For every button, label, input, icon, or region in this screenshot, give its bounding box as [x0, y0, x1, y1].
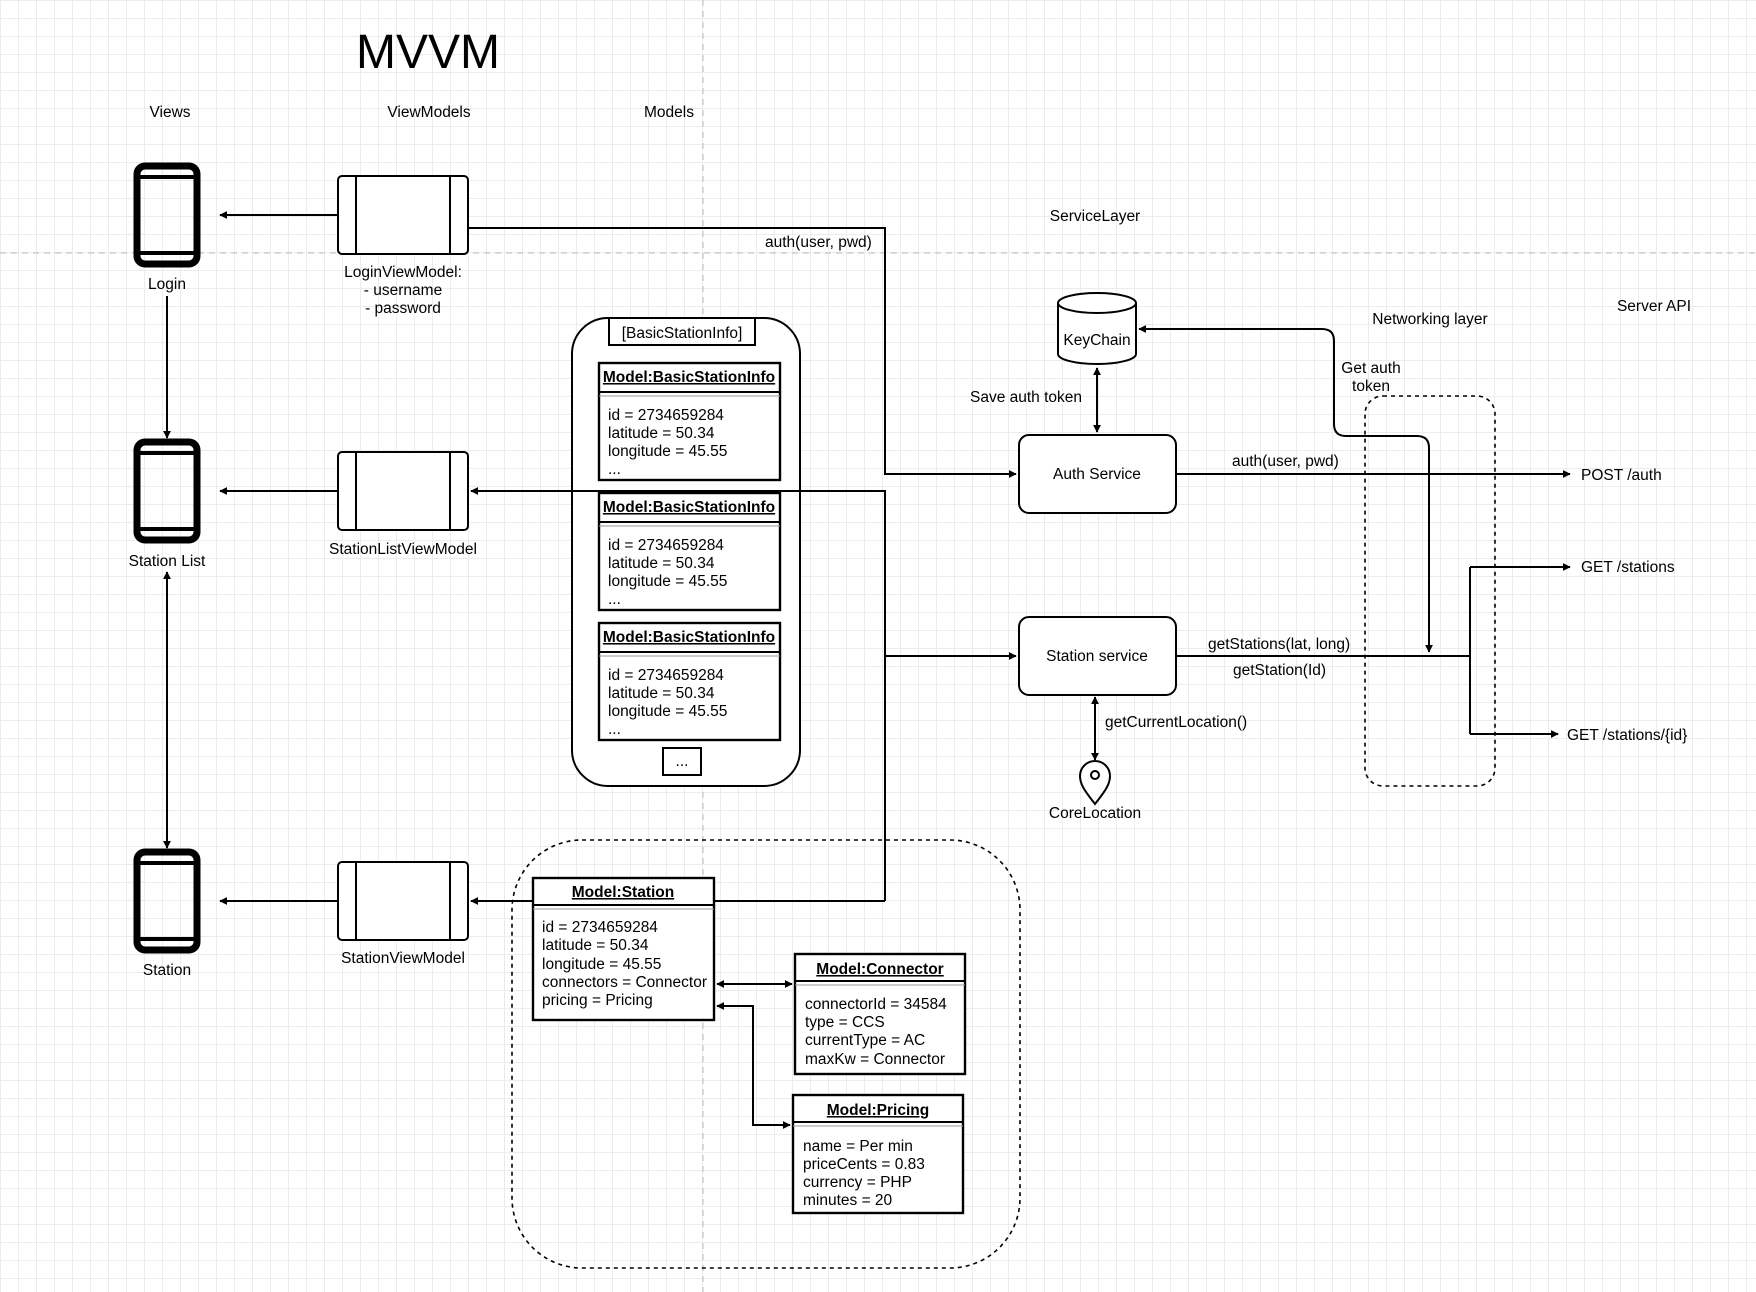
station-pricing-link — [716, 1002, 791, 1129]
connector-model-card[interactable] — [793, 952, 967, 1076]
basic-station-info-line: ... — [608, 721, 621, 738]
pricing-model-line: minutes = 20 — [803, 1192, 893, 1209]
get-location-label: getCurrentLocation() — [1105, 714, 1247, 731]
save-token-label: Save auth token — [970, 389, 1082, 406]
basic-station-info-line: ... — [608, 461, 621, 478]
station-service-label: Station service — [1046, 648, 1148, 665]
login-viewmodel-box[interactable] — [337, 175, 469, 255]
endpoint-get-station: GET /stations/{id} — [1567, 727, 1687, 744]
station-list-view-phone-icon[interactable] — [133, 438, 201, 544]
pricing-model-line: priceCents = 0.83 — [803, 1156, 925, 1173]
basic-station-info-card[interactable] — [597, 621, 782, 742]
station-list-view-label: Station List — [129, 553, 206, 570]
get-token-label-line2: token — [1352, 378, 1390, 395]
connector-model-line: currentType = AC — [805, 1032, 925, 1049]
basic-station-info-line: longitude = 45.55 — [608, 443, 727, 460]
login-viewmodel-password: - password — [365, 300, 441, 317]
login-vm-to-auth-service-edge — [468, 227, 1017, 478]
core-location-label: CoreLocation — [1049, 805, 1141, 822]
station-model-header: Model:Station — [572, 884, 674, 901]
basic-station-list-more: ... — [676, 753, 689, 770]
station-model-line: latitude = 50.34 — [542, 937, 649, 954]
station-viewmodel-label: StationViewModel — [341, 950, 465, 967]
station-model-line: connectors = Connector — [542, 974, 707, 991]
get-station-label: getStation(Id) — [1233, 662, 1326, 679]
auth-service-label: Auth Service — [1053, 466, 1141, 483]
connector-model-line: maxKw = Connector — [805, 1051, 945, 1068]
station-view-label: Station — [143, 962, 191, 979]
basic-station-info-line: latitude = 50.34 — [608, 425, 715, 442]
pricing-model-line: currency = PHP — [803, 1174, 912, 1191]
basic-station-info-header: Model:BasicStationInfo — [603, 369, 775, 386]
basic-station-list-title: [BasicStationInfo] — [622, 325, 743, 342]
column-networking-layer: Networking layer — [1372, 311, 1487, 328]
column-service-layer: ServiceLayer — [1050, 208, 1140, 225]
basic-station-info-line: longitude = 45.55 — [608, 573, 727, 590]
basic-station-info-line: ... — [608, 591, 621, 608]
basic-station-info-line: latitude = 50.34 — [608, 555, 715, 572]
station-model-line: id = 2734659284 — [542, 919, 658, 936]
station-list-viewmodel-box[interactable] — [337, 451, 469, 531]
auth-call-net-label: auth(user, pwd) — [1232, 453, 1339, 470]
login-viewmodel-label: LoginViewModel: — [344, 264, 462, 281]
basic-station-info-card[interactable] — [597, 361, 782, 482]
station-view-phone-icon[interactable] — [133, 848, 201, 954]
endpoint-post-auth: POST /auth — [1581, 467, 1662, 484]
station-model-line: pricing = Pricing — [542, 992, 653, 1009]
get-auth-token-edge — [1138, 325, 1433, 653]
get-stations-label: getStations(lat, long) — [1208, 636, 1350, 653]
login-view-label: Login — [148, 276, 186, 293]
location-pin-icon[interactable] — [1078, 760, 1112, 806]
basic-station-info-line: id = 2734659284 — [608, 667, 724, 684]
pricing-model-line: name = Per min — [803, 1138, 913, 1155]
basic-station-list-title-box — [608, 317, 756, 346]
station-model-card[interactable] — [531, 876, 716, 1022]
basic-station-info-line: latitude = 50.34 — [608, 685, 715, 702]
pricing-model-header: Model:Pricing — [827, 1102, 929, 1119]
station-viewmodel-box[interactable] — [337, 861, 469, 941]
column-viewmodels: ViewModels — [387, 104, 471, 121]
column-views: Views — [149, 104, 190, 121]
column-server-api: Server API — [1617, 298, 1691, 315]
get-token-label-line1: Get auth — [1341, 360, 1400, 377]
pricing-model-card[interactable] — [791, 1093, 965, 1215]
basic-station-info-line: id = 2734659284 — [608, 407, 724, 424]
basic-station-list-more-box[interactable] — [662, 747, 702, 776]
basic-station-info-line: longitude = 45.55 — [608, 703, 727, 720]
basic-station-info-card[interactable] — [597, 491, 782, 612]
station-data-to-list-vm-edge — [470, 487, 886, 901]
connector-model-header: Model:Connector — [816, 961, 943, 978]
basic-station-info-line: id = 2734659284 — [608, 537, 724, 554]
basic-station-info-header: Model:BasicStationInfo — [603, 629, 775, 646]
basic-station-info-header: Model:BasicStationInfo — [603, 499, 775, 516]
station-model-line: longitude = 45.55 — [542, 956, 661, 973]
station-list-viewmodel-label: StationListViewModel — [329, 541, 477, 558]
auth-call-label: auth(user, pwd) — [765, 234, 872, 251]
login-view-phone-icon[interactable] — [133, 162, 201, 268]
column-models: Models — [644, 104, 694, 121]
endpoint-get-stations: GET /stations — [1581, 559, 1675, 576]
diagram-title: MVVM — [356, 26, 500, 79]
connector-model-line: connectorId = 34584 — [805, 996, 947, 1013]
connector-model-line: type = CCS — [805, 1014, 885, 1031]
station-model-group-boundary — [511, 839, 1021, 1269]
keychain-database-icon[interactable] — [1057, 292, 1137, 365]
login-viewmodel-username: - username — [364, 282, 442, 299]
keychain-label: KeyChain — [1063, 332, 1130, 349]
